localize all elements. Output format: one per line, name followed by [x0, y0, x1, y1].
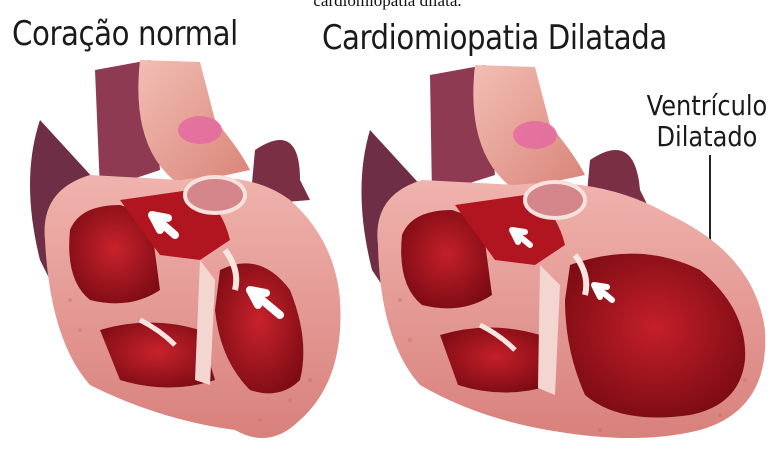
aortic-highlight	[513, 121, 557, 149]
aortic-valve-ring	[525, 182, 585, 218]
